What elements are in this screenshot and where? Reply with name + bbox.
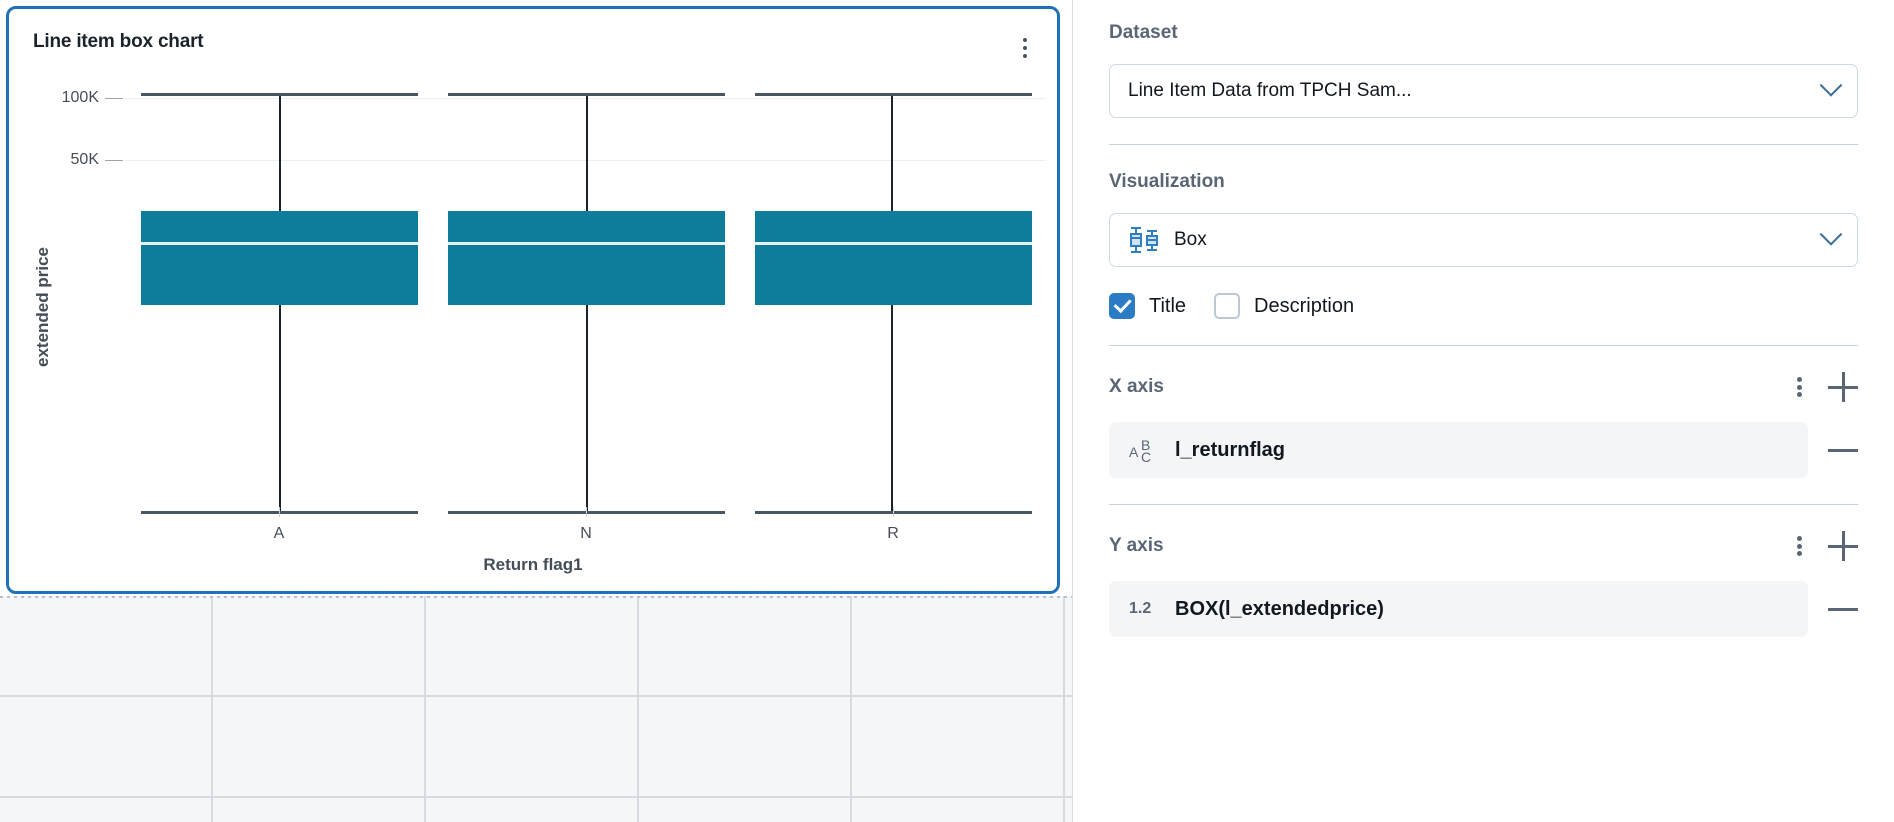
visualization-select-value: Box [1174, 229, 1207, 250]
chart-title: Line item box chart [33, 31, 204, 52]
x-tick-mark-n [586, 507, 587, 517]
x-tick-label-a: A [273, 525, 285, 542]
whisker-upper-a [278, 95, 281, 211]
whisker-upper-r [891, 95, 893, 211]
x-axis-label: Return flag1 [483, 555, 583, 574]
x-axis-label: X axis [1109, 376, 1164, 397]
y-axis-label: Y axis [1109, 535, 1164, 556]
whisker-lower-a [278, 305, 281, 513]
y-axis-header: Y axis [1109, 531, 1858, 561]
description-checkbox[interactable] [1214, 293, 1241, 319]
visualization-label: Visualization [1109, 171, 1225, 192]
x-axis-remove-field-minus-icon[interactable] [1828, 435, 1858, 465]
x-axis-field-name: l_returnflag [1175, 438, 1286, 461]
x-tick-label-n: N [580, 525, 592, 542]
y-axis-kebab-menu-icon[interactable] [1788, 532, 1810, 560]
visualization-toggles: Title Description [1109, 293, 1858, 319]
box-a[interactable] [141, 211, 418, 305]
whisker-lower-n [585, 305, 588, 513]
number-type-icon: 1.2 [1129, 600, 1152, 617]
chevron-down-icon [1819, 74, 1843, 97]
y-tick-mark-100k [105, 98, 123, 99]
y-axis-remove-field-minus-icon[interactable] [1828, 594, 1858, 624]
dashboard-canvas[interactable]: Line item box chart extended price 100K … [0, 0, 1072, 822]
divider-visualization [1109, 345, 1858, 346]
dataset-select[interactable]: Line Item Data from TPCH Sam... [1109, 64, 1858, 118]
box-r[interactable] [755, 211, 1032, 305]
divider-x-axis [1109, 504, 1858, 505]
dataset-section: Dataset Line Item Data from TPCH Sam... [1109, 22, 1858, 118]
y-axis-field-name: BOX(l_extendedprice) [1175, 597, 1384, 620]
x-tick-mark-a [279, 507, 280, 517]
y-tick-mark-50k [105, 160, 123, 161]
widget-drop-guide [0, 596, 1072, 598]
x-tick-mark-r [893, 507, 894, 517]
y-axis-field-row: 1.2 BOX(l_extendedprice) [1109, 561, 1858, 637]
median-line-r [755, 242, 1032, 245]
title-checkbox-label: Title [1149, 294, 1187, 317]
whisker-cap-upper-n [448, 93, 725, 96]
x-tick-label-r: R [887, 525, 899, 542]
chart-widget[interactable]: Line item box chart extended price 100K … [6, 6, 1060, 594]
box-group-a[interactable] [141, 69, 418, 519]
x-axis-plus-icon[interactable] [1828, 372, 1858, 402]
divider-dataset [1109, 144, 1858, 145]
y-tick-label-50k: 50K [70, 151, 99, 168]
y-axis-field-box-l-extendedprice[interactable]: 1.2 BOX(l_extendedprice) [1109, 581, 1808, 637]
median-line-n [448, 242, 725, 245]
description-checkbox-label: Description [1254, 294, 1355, 317]
visualization-select[interactable]: Box [1109, 213, 1858, 267]
box-group-n[interactable] [448, 69, 725, 519]
box-plot-icon [1128, 225, 1162, 255]
chevron-down-icon [1819, 223, 1843, 246]
y-axis-section: Y axis 1.2 BOX(l_extendedprice) [1109, 531, 1858, 637]
kebab-menu-icon[interactable] [1015, 35, 1035, 61]
whisker-lower-r [891, 305, 893, 513]
y-tick-label-100k: 100K [61, 89, 99, 106]
gridline-100k [125, 98, 1045, 99]
gridline-50k [125, 160, 1045, 161]
whisker-upper-n [585, 95, 588, 211]
box-chart[interactable]: extended price 100K 50K [9, 69, 1057, 594]
title-checkbox[interactable] [1109, 293, 1135, 319]
whisker-cap-upper-a [141, 93, 418, 96]
x-axis-kebab-menu-icon[interactable] [1788, 373, 1810, 401]
dataset-label: Dataset [1109, 22, 1178, 43]
box-group-r[interactable] [755, 69, 1032, 519]
x-axis-header: X axis [1109, 372, 1858, 402]
dashboard-grid-background [0, 596, 1072, 822]
visualization-section: Visualization [1109, 171, 1858, 319]
box-n[interactable] [448, 211, 725, 305]
y-axis-plus-icon[interactable] [1828, 531, 1858, 561]
chart-config-panel: Dataset Line Item Data from TPCH Sam... … [1072, 0, 1894, 822]
y-axis-label: extended price [33, 247, 52, 367]
median-line-a [141, 242, 418, 245]
whisker-cap-upper-r [755, 93, 1032, 96]
dataset-select-value: Line Item Data from TPCH Sam... [1128, 80, 1412, 101]
